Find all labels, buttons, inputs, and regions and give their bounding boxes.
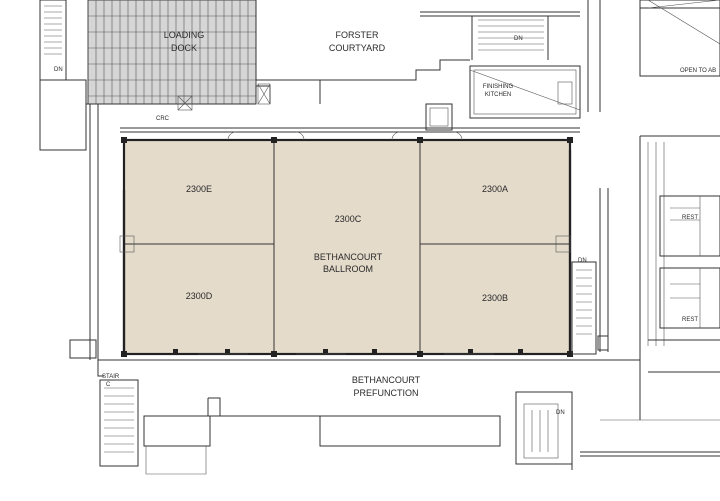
service-corridor: CRC [86, 83, 580, 360]
open-to-above-label: OPEN TO AB [680, 68, 716, 74]
rest-label-top: REST [682, 215, 698, 221]
room-2300c-label: 2300C [335, 214, 362, 224]
restroom-wing: REST REST [639, 135, 720, 373]
dn-label-bottom: DN [556, 410, 565, 416]
stair-label: STAIR [102, 374, 120, 380]
ballroom-name-line1: BETHANCOURT [314, 252, 383, 262]
courtyard-walls: DN [255, 0, 601, 112]
room-2300b-label: 2300B [482, 293, 508, 303]
finishing-kitchen: FINISHING KITCHEN [469, 65, 581, 119]
finishing-label: FINISHING [483, 84, 514, 90]
dock-label: DOCK [171, 43, 197, 53]
ballroom-name-line2: BALLROOM [323, 264, 373, 274]
crc-label: CRC [156, 116, 170, 122]
dn-label-left: DN [54, 67, 63, 73]
loading-label: LOADING [164, 30, 205, 40]
room-labels: 2300E 2300C 2300A BETHANCOURT BALLROOM 2… [164, 30, 508, 398]
stair-bottom-right: DN [515, 391, 573, 465]
room-2300a-label: 2300A [482, 184, 508, 194]
prefunction-area [69, 339, 720, 475]
room-2300d-label: 2300D [186, 291, 213, 301]
rest-label-bottom: REST [682, 317, 698, 323]
stair-top-left: DN [39, 0, 87, 151]
room-2300e-label: 2300E [186, 184, 212, 194]
kitchen-label: KITCHEN [485, 92, 511, 98]
stair-right: DN [571, 188, 609, 355]
courtyard-label: COURTYARD [329, 43, 386, 53]
prefunction-line1: BETHANCOURT [352, 375, 421, 385]
dn-label-right: DN [578, 258, 587, 264]
loading-dock-area [87, 0, 257, 105]
stair-c: STAIR C [99, 374, 139, 467]
dn-label-top: DN [514, 36, 523, 42]
stair-letter: C [106, 382, 111, 388]
forster-label: FORSTER [335, 30, 379, 40]
ballroom [119, 131, 573, 357]
prefunction-line2: PREFUNCTION [354, 388, 419, 398]
open-to-above: OPEN TO AB [639, 0, 720, 77]
